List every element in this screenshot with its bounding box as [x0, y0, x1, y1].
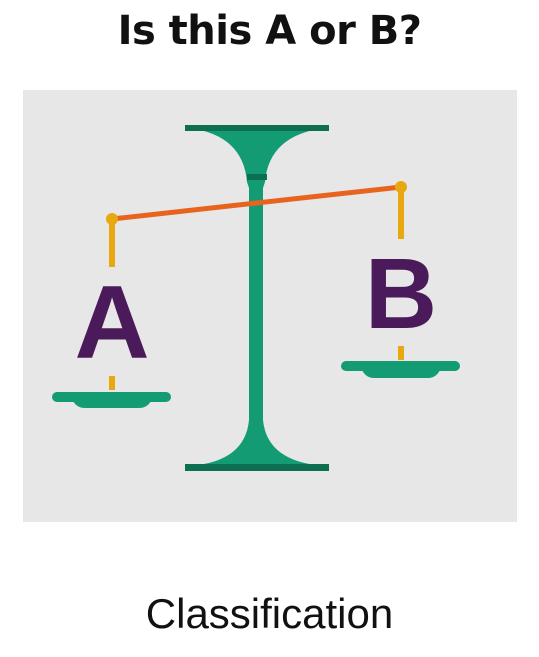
right-pan-bowl	[362, 370, 440, 378]
scale-beam	[109, 184, 404, 222]
right-hanger-upper	[398, 187, 404, 239]
left-beam-joint	[106, 213, 118, 225]
right-hanger-lower	[398, 346, 404, 360]
left-hanger-lower	[109, 376, 115, 390]
balance-scale-graphic: A B	[52, 125, 460, 471]
right-beam-joint	[395, 181, 407, 193]
right-pan-label: B	[365, 238, 437, 350]
left-pan-label: A	[74, 265, 149, 381]
scale-top-cap	[185, 125, 329, 131]
left-pan-rim	[52, 392, 171, 402]
scale-pillar	[189, 128, 325, 466]
right-pan-rim	[341, 361, 460, 371]
left-hanger-upper	[109, 219, 115, 267]
pillar-collar	[247, 174, 267, 180]
scale-base	[185, 464, 329, 471]
left-pan-bowl	[73, 401, 151, 408]
scale-illustration: A B	[23, 90, 517, 522]
page-title: Is this A or B?	[117, 8, 422, 54]
caption: Classification	[145, 590, 394, 637]
